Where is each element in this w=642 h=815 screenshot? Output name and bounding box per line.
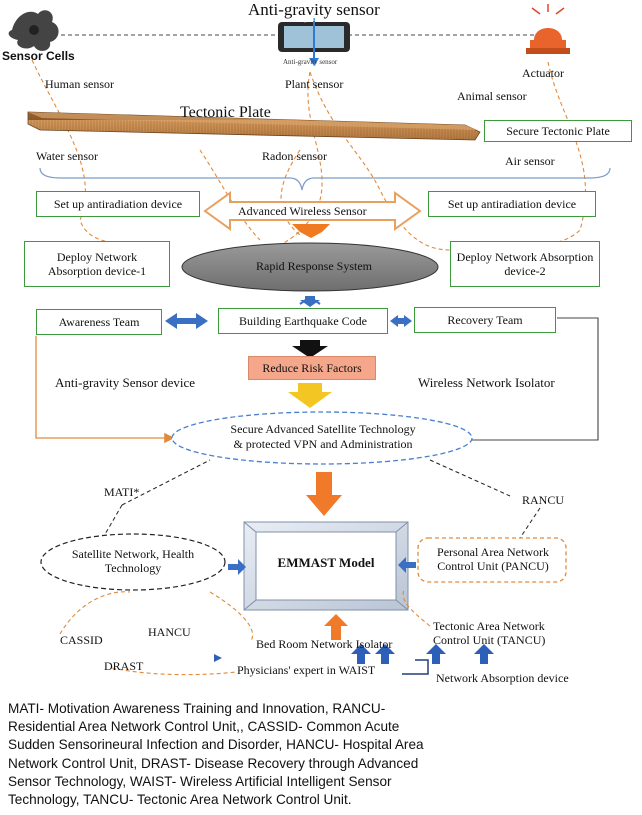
cassid-label: CASSID [60, 633, 103, 647]
device-upward-label: Upward [300, 17, 320, 23]
drast-label: DRAST [104, 659, 144, 673]
satellite-line-2: & protected VPN and Administration [233, 437, 413, 451]
pancu-label: Personal Area Network Control Unit (PANC… [437, 545, 549, 573]
bedroom-loop [402, 659, 429, 675]
wireless-isolator-label: Wireless Network Isolator [418, 375, 555, 390]
antiradiation-right-box: Set up antiradiation device [428, 191, 596, 217]
device-mini-label: Anti-gravity sensor [283, 58, 338, 66]
satellite-network-label: Satellite Network, Health Technology [71, 547, 195, 575]
recovery-link [455, 317, 599, 445]
physicians-label: Physicians' expert in WAIST [237, 663, 376, 677]
awareness-link [35, 336, 175, 444]
satellite-ellipse [171, 411, 473, 465]
human-sensor: Human sensor [45, 77, 114, 91]
blue-double-arrow-icon [165, 313, 208, 329]
tancu-label: Tectonic Area Network Control Unit (TANC… [433, 619, 546, 647]
mati-link-lower [103, 504, 123, 537]
radon-sensor: Radon sensor [262, 149, 327, 163]
deploy-device-1-box: Deploy Network Absorption device-1 [24, 241, 170, 287]
lower-orange-links [59, 589, 431, 676]
sensor-bracket [39, 167, 611, 191]
air-sensor: Air sensor [505, 154, 555, 168]
mati-label: MATI* [104, 485, 140, 499]
blue-up-arrow [375, 644, 395, 664]
rapid-response-oval [181, 242, 439, 292]
satellite-line-1: Secure Advanced Satellite Technology [230, 422, 416, 436]
blue-up-arrow [351, 644, 371, 664]
blue-up-arrow [426, 644, 446, 664]
rapid-response-label: Rapid Response System [256, 259, 372, 273]
actuator-label: Actuator [522, 66, 564, 80]
satellite-network-ellipse [40, 533, 226, 591]
blue-small-arrow [214, 654, 222, 662]
awareness-team-box: Awareness Team [36, 309, 162, 335]
tectonic-plate [27, 111, 481, 141]
anti-gravity-title: Anti-gravity sensor [248, 0, 380, 19]
hancu-label: HANCU [148, 625, 191, 639]
tectonic-plate-label: Tectonic Plate [180, 104, 271, 121]
anti-gravity-device-label: Anti-gravity Sensor device [55, 375, 196, 390]
orange-down-arrow-icon [292, 224, 330, 238]
reduce-risk-box: Reduce Risk Factors [248, 356, 376, 380]
rancu-link-lower [519, 507, 541, 539]
smartphone-icon [278, 18, 350, 66]
deploy-device-2-box: Deploy Network Absorption device-2 [450, 241, 600, 287]
rancu-link [429, 459, 511, 497]
antiradiation-left-box: Set up antiradiation device [36, 191, 200, 217]
sensor-cells-label: Sensor Cells [2, 49, 75, 63]
yellow-down-arrow [288, 383, 332, 408]
wireless-double-arrow [203, 191, 422, 231]
blue-left-arrow [398, 557, 416, 573]
black-down-arrow [292, 340, 328, 358]
rancu-label: RANCU [522, 493, 565, 507]
orange-down-arrow-icon [306, 472, 342, 516]
legend-text: MATI- Motivation Awareness Training and … [8, 701, 424, 808]
emmast-frame [243, 521, 409, 611]
network-absorption-label: Network Absorption device [436, 671, 569, 685]
emmast-model-label: EMMAST Model [277, 555, 375, 570]
pancu-box [417, 537, 567, 583]
blue-vertical-arrow [299, 295, 321, 307]
actuator-icon [526, 4, 570, 54]
blue-double-arrow-icon [390, 315, 412, 327]
sensor-cell-icon [8, 10, 59, 51]
secure-tectonic-plate-box: Secure Tectonic Plate [484, 120, 632, 142]
bedroom-isolator-label: Bed Room Network Isolator [256, 637, 393, 651]
water-sensor: Water sensor [36, 149, 99, 163]
advanced-wireless-sensor: Advanced Wireless Sensor [238, 204, 367, 218]
blue-right-arrow [228, 559, 246, 575]
recovery-team-box: Recovery Team [414, 307, 556, 333]
mati-link [121, 459, 211, 506]
building-code-box: Building Earthquake Code [218, 308, 388, 334]
plant-sensor: Plant sensor [285, 77, 344, 91]
blue-up-arrow [474, 644, 494, 664]
orange-up-arrow [324, 614, 348, 640]
animal-sensor: Animal sensor [457, 89, 527, 103]
